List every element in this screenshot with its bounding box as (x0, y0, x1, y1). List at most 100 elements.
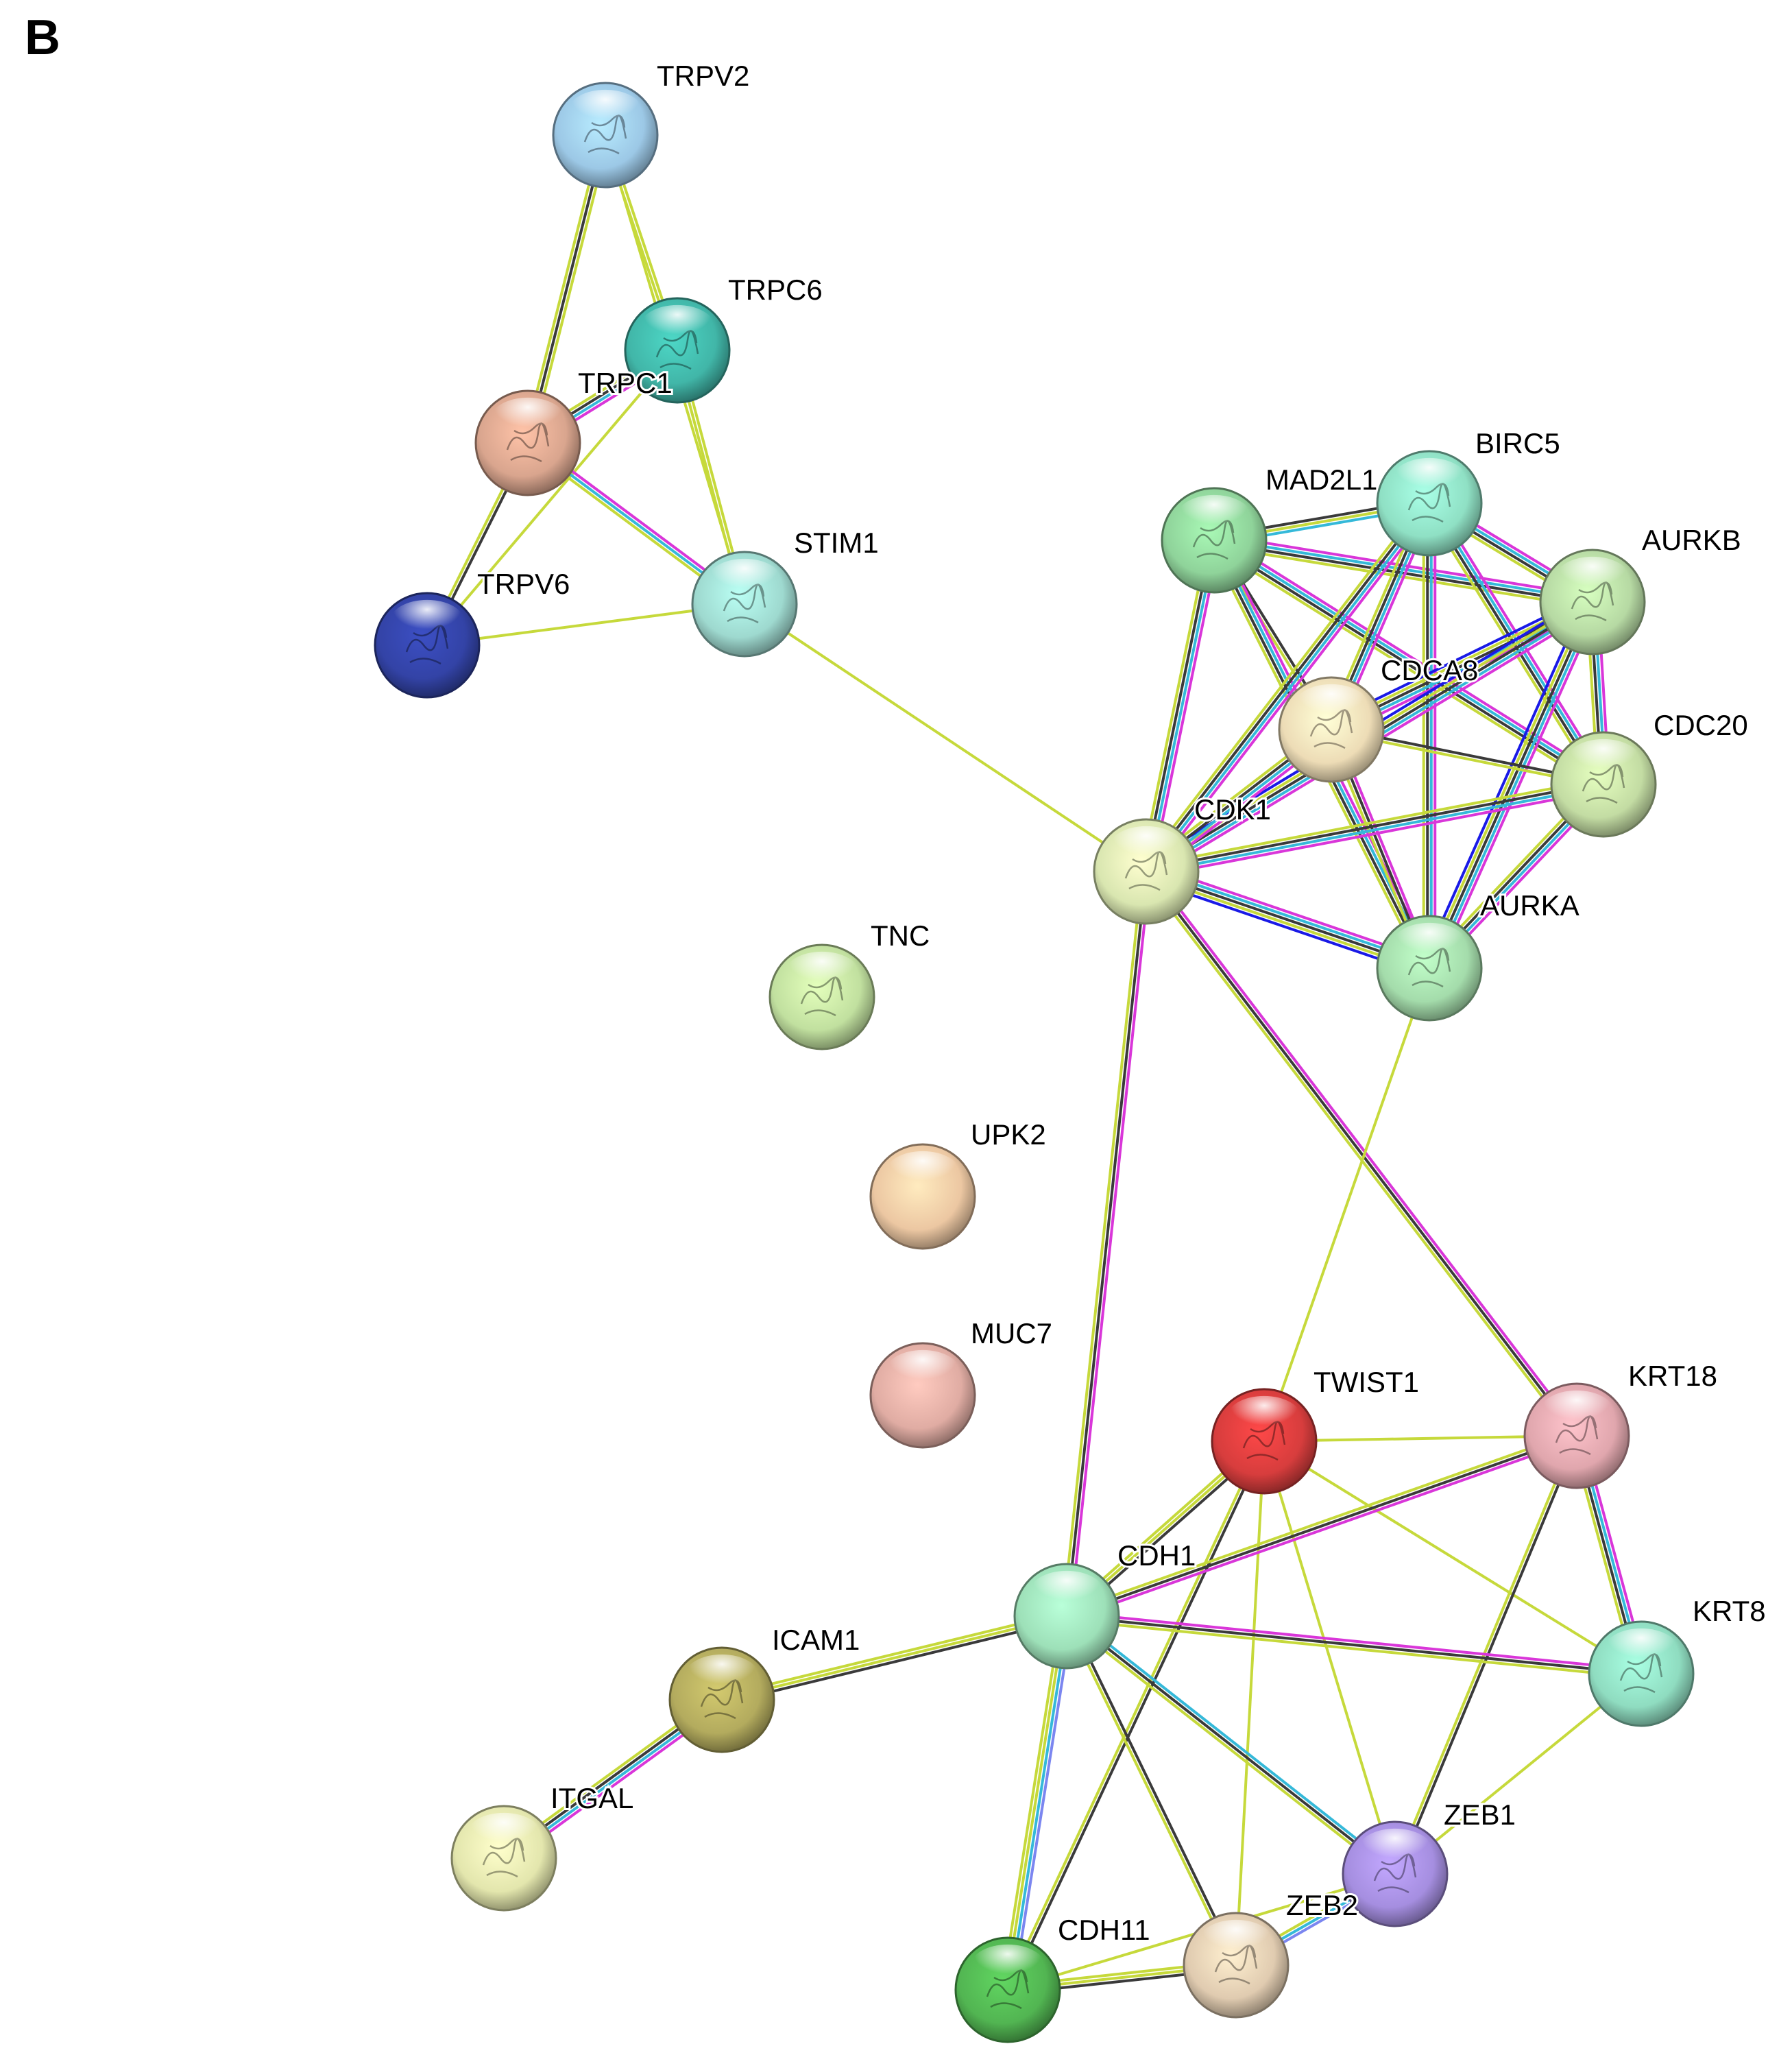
node-gloss (1392, 457, 1467, 502)
node-gloss (1109, 826, 1184, 870)
node-krt18[interactable]: KRT18 (1523, 1358, 1719, 1489)
edge-strand-databases (1008, 1616, 1070, 1991)
node-label: ZEB2 (1286, 1889, 1358, 1921)
edge-strand-experiments (1147, 789, 1605, 879)
panel-letter: B (25, 10, 60, 65)
node-gloss (1357, 1828, 1433, 1873)
edge-strand-experiments (1150, 541, 1222, 874)
edge-strand-coexpression (1145, 870, 1578, 1437)
edge-strand-coexpression (1065, 871, 1148, 1617)
node-label: ZEB1 (1444, 1799, 1516, 1831)
node-label: CDH11 (1058, 1914, 1150, 1946)
node-label: MAD2L1 (1266, 464, 1377, 496)
node-gloss (1198, 1919, 1274, 1964)
edge-CDK1-CDH1 (1061, 871, 1152, 1617)
node-label: STIM1 (794, 527, 879, 559)
node-label: UPK2 (971, 1118, 1046, 1151)
node-zeb1[interactable]: ZEB1 (1342, 1796, 1518, 1927)
node-gloss (1294, 684, 1369, 728)
edge-strand-textmining (1263, 967, 1431, 1442)
node-birc5[interactable]: BIRC5 (1376, 425, 1562, 557)
edge-AURKA-TWIST1 (1263, 967, 1431, 1442)
edge-strand-experiments (1435, 604, 1601, 972)
node-gloss (684, 1654, 760, 1698)
edge-strand-experiments (1067, 1438, 1579, 1622)
node-label: TWIST1 (1313, 1366, 1419, 1398)
node-label: CDC20 (1654, 709, 1748, 741)
node-label: AURKB (1642, 524, 1741, 556)
edge-strand-textmining (721, 1611, 1067, 1698)
node-gloss (490, 397, 566, 442)
edge-strand-textmining (426, 603, 745, 647)
node-zeb2[interactable]: ZEB2 (1183, 1887, 1360, 2019)
node-cdh1[interactable]: CDH1 (1013, 1537, 1198, 1670)
node-gloss (568, 89, 643, 134)
node-label: AURKA (1480, 889, 1579, 922)
node-cdk1[interactable]: CDK1 (1093, 791, 1273, 925)
node-gloss (1566, 738, 1641, 783)
edge-strand-coexpression (1146, 781, 1603, 871)
node-label: TRPC1 (578, 367, 673, 399)
node-muc7[interactable]: MUC7 (869, 1315, 1054, 1449)
node-gloss (1226, 1395, 1302, 1440)
edge-strand-textmining (426, 349, 679, 647)
node-twist1[interactable]: TWIST1 (1211, 1364, 1421, 1495)
node-trpv6[interactable]: TRPV6 (374, 566, 572, 699)
node-upk2[interactable]: UPK2 (869, 1116, 1048, 1250)
node-mad2l1[interactable]: MAD2L1 (1161, 461, 1379, 594)
edge-strand-coexpression (1066, 1615, 1642, 1675)
edge-strand-textmining (1263, 1441, 1396, 1875)
node-cdc20[interactable]: CDC20 (1550, 707, 1750, 838)
edge-TWIST1-ZEB1 (1263, 1441, 1396, 1875)
edge-BIRC5-CDK1 (1140, 498, 1436, 876)
node-label: TRPV2 (657, 60, 749, 92)
edge-TRPV6-STIM1 (426, 603, 745, 647)
edge-BIRC5-AURKA (1422, 503, 1437, 968)
node-cdca8[interactable]: CDCA8 (1278, 652, 1480, 783)
node-cdh11[interactable]: CDH11 (954, 1912, 1152, 2043)
edge-strand-databases (1146, 784, 1604, 875)
edge-strand-coexpression (1067, 1614, 1239, 1965)
edge-CDH1-ZEB2 (1063, 1614, 1239, 1967)
edge-strand-textmining (1004, 1615, 1067, 1990)
edge-layer (424, 134, 1648, 1995)
edge-CDH1-CDH11 (1000, 1615, 1074, 1991)
node-trpc1[interactable]: TRPC1 (474, 365, 675, 496)
node-gloss (389, 599, 465, 644)
node-label: KRT18 (1628, 1360, 1717, 1392)
node-tnc[interactable]: TNC (768, 917, 932, 1050)
edge-strand-databases (1068, 1612, 1399, 1873)
node-stim1[interactable]: STIM1 (691, 525, 881, 658)
edge-strand-textmining (1000, 1615, 1063, 1990)
edge-strand-textmining (1145, 777, 1603, 867)
node-itgal[interactable]: ITGAL (450, 1780, 635, 1912)
edge-CDK1-KRT18 (1142, 868, 1581, 1439)
edge-strand-textmining (1004, 1439, 1264, 1990)
node-trpc6[interactable]: TRPC6 (624, 272, 825, 404)
node-gloss (707, 558, 782, 603)
node-label: TRPC6 (728, 274, 823, 306)
edge-strand-textmining (721, 1615, 1067, 1701)
node-gloss (1603, 1628, 1679, 1672)
edge-strand-textmining (743, 603, 1148, 873)
node-icam1[interactable]: ICAM1 (668, 1622, 862, 1753)
node-aurkb[interactable]: AURKB (1539, 522, 1743, 656)
node-label: TNC (871, 919, 930, 952)
edge-TWIST1-CDH11 (1004, 1439, 1268, 1992)
edge-strand-textmining (1425, 599, 1590, 967)
node-label: BIRC5 (1475, 427, 1560, 459)
node-label: CDCA8 (1381, 654, 1478, 686)
edge-strand-experiments (1067, 1611, 1642, 1672)
edge-strand-textmining (1065, 1430, 1576, 1614)
edge-MAD2L1-CDK1 (1139, 538, 1222, 874)
edge-strand-textmining (1066, 1618, 1641, 1679)
node-gloss (1539, 1390, 1614, 1434)
node-krt8[interactable]: KRT8 (1588, 1593, 1768, 1727)
edge-TWIST1-KRT8 (1263, 1440, 1643, 1675)
node-trpv2[interactable]: TRPV2 (552, 58, 751, 189)
node-gloss (1029, 1570, 1104, 1615)
node-aurka[interactable]: AURKA (1376, 887, 1582, 1022)
edge-strand-textmining (1263, 1440, 1643, 1675)
